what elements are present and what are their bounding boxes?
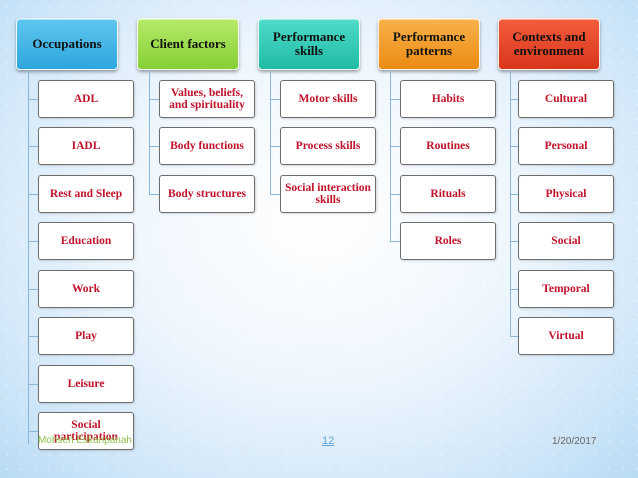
branch-line — [28, 431, 38, 432]
branch-line — [149, 146, 159, 147]
header-occupations: Occupations — [16, 18, 118, 70]
branch-line — [28, 194, 38, 195]
slide-number-link[interactable]: 12 — [322, 435, 335, 447]
branch-line — [28, 241, 38, 242]
item-habits: Habits — [400, 80, 496, 118]
branch-line — [28, 336, 38, 337]
connector-contexts — [510, 70, 511, 336]
item-virtual: Virtual — [518, 317, 614, 355]
branch-line — [270, 146, 280, 147]
item-temporal: Temporal — [518, 270, 614, 308]
branch-line — [510, 241, 520, 242]
item-body-functions: Body functions — [159, 127, 255, 165]
item-roles: Roles — [400, 222, 496, 260]
item-cultural: Cultural — [518, 80, 614, 118]
footer-date: 1/20/2017 — [552, 436, 597, 447]
item-body-structures: Body structures — [159, 175, 255, 213]
item-values-beliefs-spirituality: Values, beliefs, and spirituality — [159, 80, 255, 118]
branch-line — [28, 384, 38, 385]
item-social: Social — [518, 222, 614, 260]
connector-performance-skills — [270, 70, 271, 194]
header-client-factors: Client factors — [137, 18, 239, 70]
branch-line — [510, 289, 520, 290]
item-education: Education — [38, 222, 134, 260]
branch-line — [510, 146, 520, 147]
header-performance-skills: Performance skills — [258, 18, 360, 70]
item-iadl: IADL — [38, 127, 134, 165]
item-motor-skills: Motor skills — [280, 80, 376, 118]
connector-occupations — [28, 70, 29, 444]
connector-client-factors — [149, 70, 150, 194]
connector-performance-patterns — [390, 70, 391, 241]
item-play: Play — [38, 317, 134, 355]
branch-line — [390, 99, 400, 100]
item-process-skills: Process skills — [280, 127, 376, 165]
header-performance-patterns: Performance patterns — [378, 18, 480, 70]
item-leisure: Leisure — [38, 365, 134, 403]
branch-line — [510, 336, 520, 337]
item-personal: Personal — [518, 127, 614, 165]
item-adl: ADL — [38, 80, 134, 118]
item-social-interaction-skills: Social interaction skills — [280, 175, 376, 213]
item-work: Work — [38, 270, 134, 308]
item-rituals: Rituals — [400, 175, 496, 213]
item-rest-and-sleep: Rest and Sleep — [38, 175, 134, 213]
branch-line — [270, 99, 280, 100]
branch-line — [270, 194, 280, 195]
branch-line — [390, 194, 400, 195]
item-physical: Physical — [518, 175, 614, 213]
branch-line — [390, 241, 400, 242]
branch-line — [390, 146, 400, 147]
branch-line — [28, 99, 38, 100]
branch-line — [28, 146, 38, 147]
item-social-participation: Social participation — [38, 412, 134, 450]
branch-line — [149, 194, 159, 195]
header-contexts-and-environment: Contexts and environment — [498, 18, 600, 70]
branch-line — [28, 289, 38, 290]
branch-line — [510, 194, 520, 195]
branch-line — [149, 99, 159, 100]
branch-line — [510, 99, 520, 100]
item-routines: Routines — [400, 127, 496, 165]
footer-author: Mohsen Eskanpanah — [38, 435, 132, 446]
